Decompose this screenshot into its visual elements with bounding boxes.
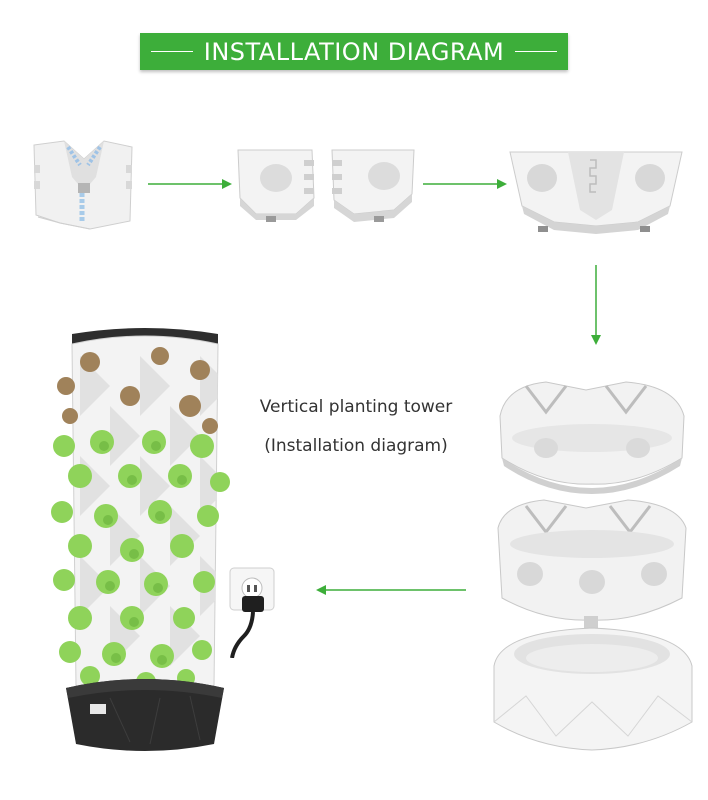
step5-assembled-tower-image <box>51 328 230 751</box>
power-socket-image <box>229 567 275 658</box>
arrow-right-2 <box>423 179 507 189</box>
arrow-right-1 <box>148 179 232 189</box>
arrow-left <box>316 585 466 595</box>
step2-two-halves-image <box>237 149 415 222</box>
caption-subtitle: (Installation diagram) <box>264 436 448 456</box>
banner-title: INSTALLATION DIAGRAM <box>203 37 505 66</box>
title-banner: INSTALLATION DIAGRAM <box>140 33 568 70</box>
banner-line-left <box>151 50 193 53</box>
step4-stacked-layers-image <box>493 381 693 751</box>
caption-title: Vertical planting tower <box>259 397 453 417</box>
step1-module-piece-image <box>33 140 133 230</box>
arrow-down <box>591 265 601 345</box>
step3-joined-module-image <box>509 151 683 234</box>
banner-line-right <box>515 50 557 53</box>
